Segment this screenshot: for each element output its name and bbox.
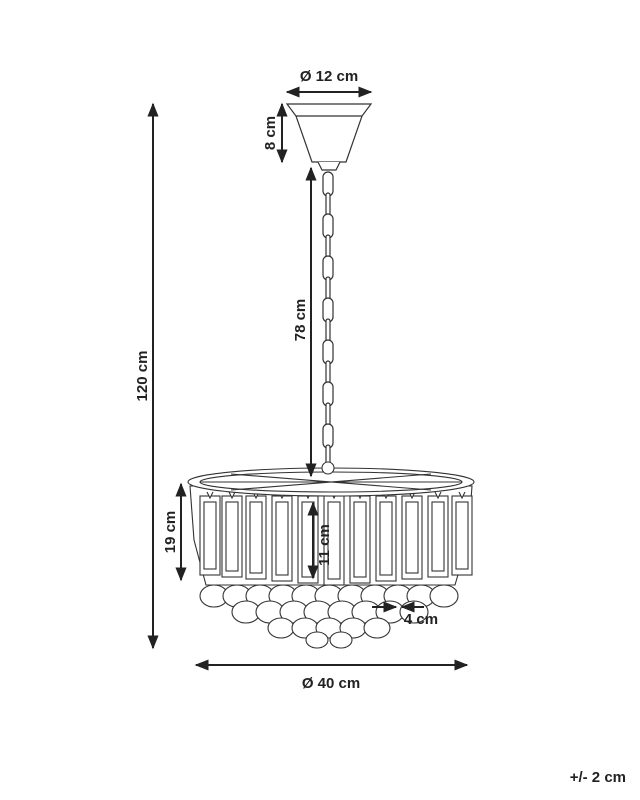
crystal-facet (225, 501, 239, 572)
crystal-facet (249, 501, 263, 574)
ceiling-canopy (285, 103, 373, 171)
crystal-facet (431, 501, 445, 572)
crystal-hook (228, 491, 236, 500)
suspension-chain (322, 171, 334, 470)
crystal-hook (458, 491, 466, 500)
crystal-facet (275, 501, 289, 576)
chandelier-shade (187, 461, 475, 649)
crystal-facet (327, 501, 341, 580)
chain-length-label: 78 cm (292, 299, 309, 342)
dimension-lines (147, 86, 469, 671)
crystal-width-label: 4 cm (404, 611, 438, 628)
crystal-height-label: 11 cm (316, 524, 333, 566)
crystal-facet (379, 501, 393, 576)
canopy-diameter-label: Ø 12 cm (300, 68, 358, 85)
glass-bead (363, 617, 391, 639)
shade-diameter-label: Ø 40 cm (302, 675, 360, 692)
glass-bead (429, 584, 459, 608)
crystal-hook (434, 491, 442, 500)
glass-bead (305, 631, 329, 649)
crystal-facet (405, 501, 419, 574)
crystal-facet (203, 501, 217, 570)
total-height-label: 120 cm (134, 351, 151, 402)
tolerance-note: +/- 2 cm (569, 769, 626, 786)
canopy-height-label: 8 cm (262, 116, 279, 150)
glass-bead (267, 617, 295, 639)
crystal-facet (455, 501, 469, 570)
shade-height-label: 19 cm (162, 511, 179, 554)
crystal-facet (353, 501, 367, 578)
crystal-hook (206, 491, 214, 500)
glass-bead (329, 631, 353, 649)
